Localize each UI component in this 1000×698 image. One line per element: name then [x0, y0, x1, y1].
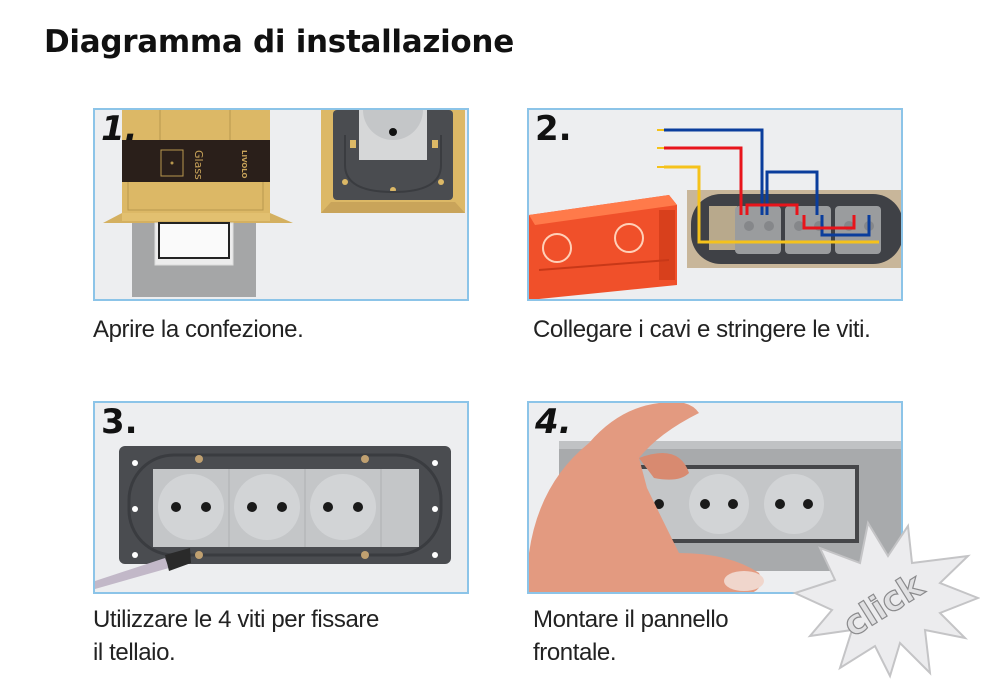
- step-2-caption: Collegare i cavi e stringere le viti.: [533, 316, 871, 343]
- step-number: 2.: [535, 109, 572, 149]
- mount-front-panel-illustration: [529, 403, 901, 592]
- step-1-image: Glass LIVOLO 1.: [93, 108, 469, 301]
- svg-text:Glass: Glass: [192, 150, 205, 180]
- step-number: 3.: [101, 402, 138, 442]
- step-2-image: 2.: [527, 108, 903, 301]
- wiring-illustration: [529, 128, 901, 299]
- page-title: Diagramma di installazione: [44, 24, 514, 60]
- step-number: 1.: [101, 109, 138, 149]
- step-3-image: 3.: [93, 401, 469, 594]
- step-3-caption: Utilizzare le 4 viti per fissare il tell…: [93, 606, 379, 666]
- starburst-icon: click: [792, 520, 981, 679]
- svg-text:LIVOLO: LIVOLO: [240, 150, 248, 179]
- step-number: 4.: [535, 402, 572, 442]
- step-4-caption: Montare il pannello frontale.: [533, 606, 729, 666]
- step-1-caption: Aprire la confezione.: [93, 316, 304, 343]
- click-badge: click: [790, 518, 981, 684]
- fix-frame-screws-illustration: [95, 446, 451, 589]
- open-package-illustration: Glass LIVOLO: [103, 110, 465, 297]
